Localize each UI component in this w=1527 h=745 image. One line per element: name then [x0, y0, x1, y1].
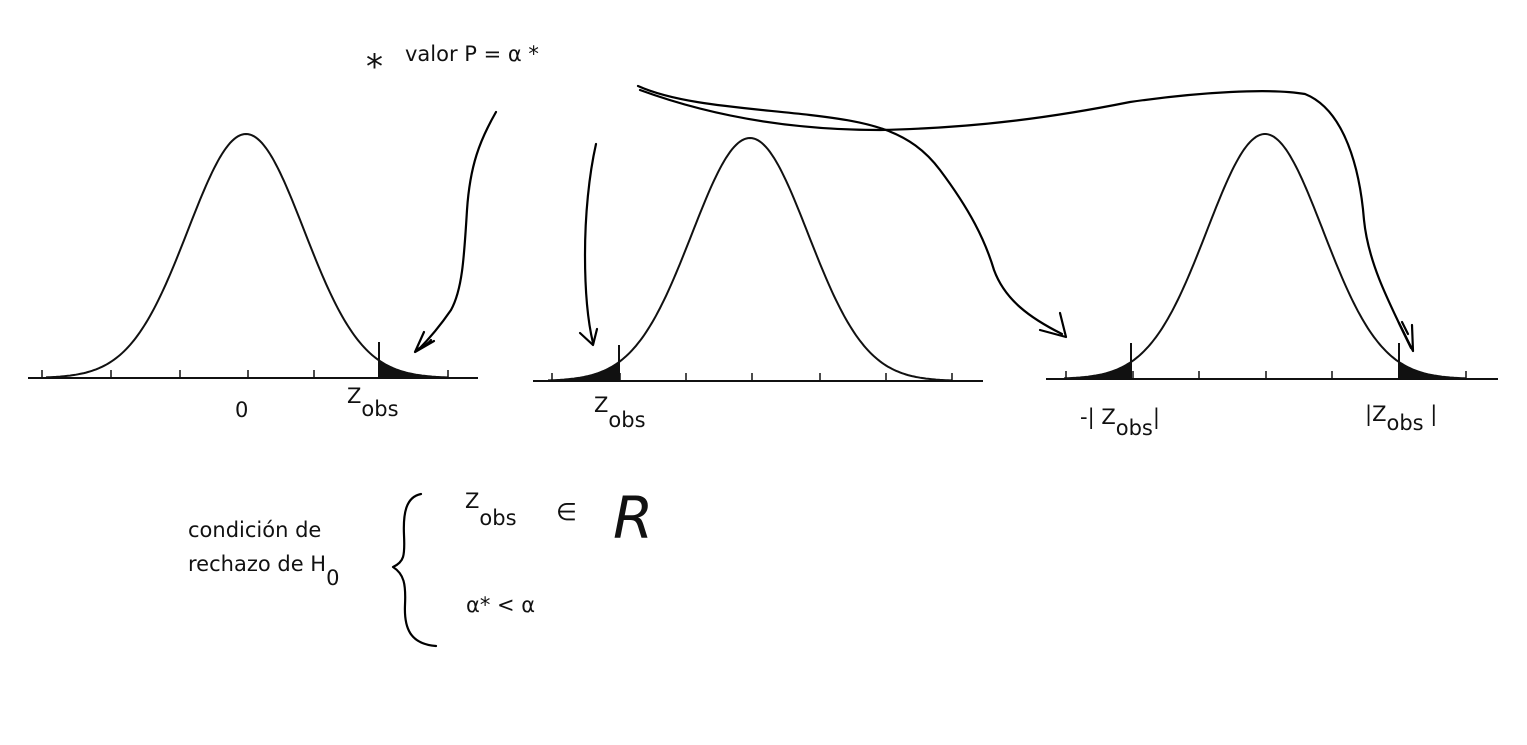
arrowhead-neg-zobs: [1038, 311, 1068, 339]
condition-zobs: Zobs: [465, 489, 517, 530]
condition-title-line2: rechazo de H0: [188, 552, 339, 590]
two-tail-panel: -| Zobs| |Zobs |: [1046, 133, 1498, 440]
condition-title-line1: condición de: [188, 518, 321, 542]
pvalue-label: valor P = α *: [405, 42, 539, 66]
star-marker: *: [366, 47, 383, 87]
arrow-to-pos-zobs: [638, 88, 1413, 350]
normal-curve: [45, 132, 448, 379]
left-tail-panel: Zobs: [533, 136, 983, 432]
rejection-region-symbol: R: [613, 484, 653, 552]
arrow-to-right-tail: [416, 110, 498, 352]
handdrawn-arrows: [413, 84, 1415, 354]
zobs-label: Zobs: [347, 384, 399, 421]
right-tail-panel: 0 Zobs: [28, 132, 478, 422]
center-label: 0: [235, 398, 248, 422]
zobs-label: Zobs: [594, 393, 646, 432]
arrowhead-right-tail: [413, 330, 436, 354]
arrow-to-neg-zobs: [636, 84, 1064, 336]
arrowhead-left-tail: [578, 327, 599, 347]
left-tail-shaded-region: [1070, 362, 1131, 379]
neg-abs-zobs-label: -| Zobs|: [1080, 405, 1160, 440]
right-tail-shaded-region: [379, 360, 440, 378]
right-tail-shaded-region: [1399, 362, 1460, 379]
left-tail-shaded-region: [556, 362, 619, 381]
abs-zobs-label: |Zobs |: [1365, 402, 1437, 435]
arrowhead-pos-zobs: [1397, 320, 1415, 353]
curly-brace: [391, 492, 438, 648]
element-of-symbol: ∈: [556, 498, 577, 526]
rejection-condition: condición de rechazo de H0 Zobs ∈ R α* <…: [188, 484, 653, 648]
arrow-to-left-tail: [583, 142, 598, 345]
normal-curve: [548, 136, 952, 382]
normal-curve: [1063, 133, 1467, 380]
condition-alpha-comparison: α* < α: [466, 593, 535, 617]
